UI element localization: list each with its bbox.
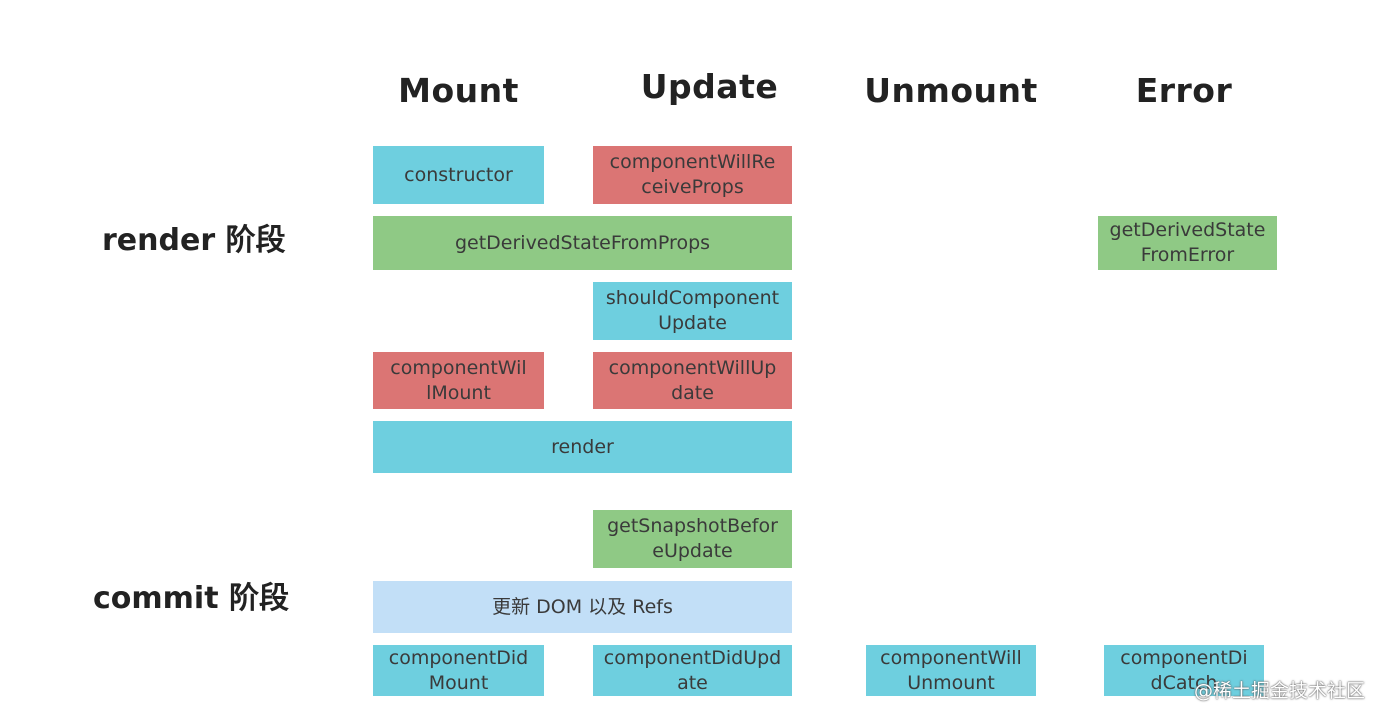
node-component-did-mount: componentDidMount [373, 645, 544, 696]
node-label: render [551, 435, 614, 458]
node-label: getSnapshotBeforeUpdate [607, 515, 778, 562]
node-label: componentWillUpdate [608, 356, 777, 404]
node-get-derived-state-from-props: getDerivedStateFromProps [373, 216, 792, 270]
node-component-did-catch: componentDidCatch [1104, 645, 1264, 696]
node-component-will-update: componentWillUpdate [593, 352, 792, 409]
node-label: componentDidUpdate [603, 646, 782, 694]
node-label: componentWillUnmount [880, 646, 1022, 694]
node-component-will-unmount: componentWillUnmount [866, 645, 1036, 696]
node-label: componentDidMount [388, 646, 529, 694]
column-header-update: Update [640, 67, 779, 106]
node-component-will-mount: componentWillMount [373, 352, 544, 409]
node-update-dom-refs: 更新 DOM 以及 Refs [373, 581, 792, 633]
node-label: constructor [404, 163, 513, 186]
node-label: componentWillMount [390, 356, 527, 404]
watermark: @稀土掘金技术社区 [1194, 680, 1366, 702]
node-component-will-receive-props: componentWillReceiveProps [593, 146, 792, 204]
node-get-snapshot-before-update: getSnapshotBeforeUpdate [593, 510, 792, 568]
node-label: componentDidCatch [1120, 646, 1248, 694]
node-label: getDerivedStateFromError [1109, 219, 1266, 266]
node-get-derived-state-from-error: getDerivedStateFromError [1098, 216, 1277, 270]
phase-label-render: render 阶段 [102, 223, 286, 258]
node-label: componentWillReceiveProps [609, 151, 776, 198]
column-header-mount: Mount [398, 71, 519, 110]
node-label: shouldComponentUpdate [605, 287, 780, 334]
node-should-component-update: shouldComponentUpdate [593, 282, 792, 340]
node-component-did-update: componentDidUpdate [593, 645, 792, 696]
column-header-unmount: Unmount [864, 71, 1038, 110]
node-label: 更新 DOM 以及 Refs [492, 595, 673, 618]
node-constructor: constructor [373, 146, 544, 204]
column-header-error: Error [1135, 71, 1233, 110]
phase-label-commit: commit 阶段 [93, 581, 289, 616]
node-label: getDerivedStateFromProps [454, 231, 711, 254]
node-render: render [373, 421, 792, 473]
